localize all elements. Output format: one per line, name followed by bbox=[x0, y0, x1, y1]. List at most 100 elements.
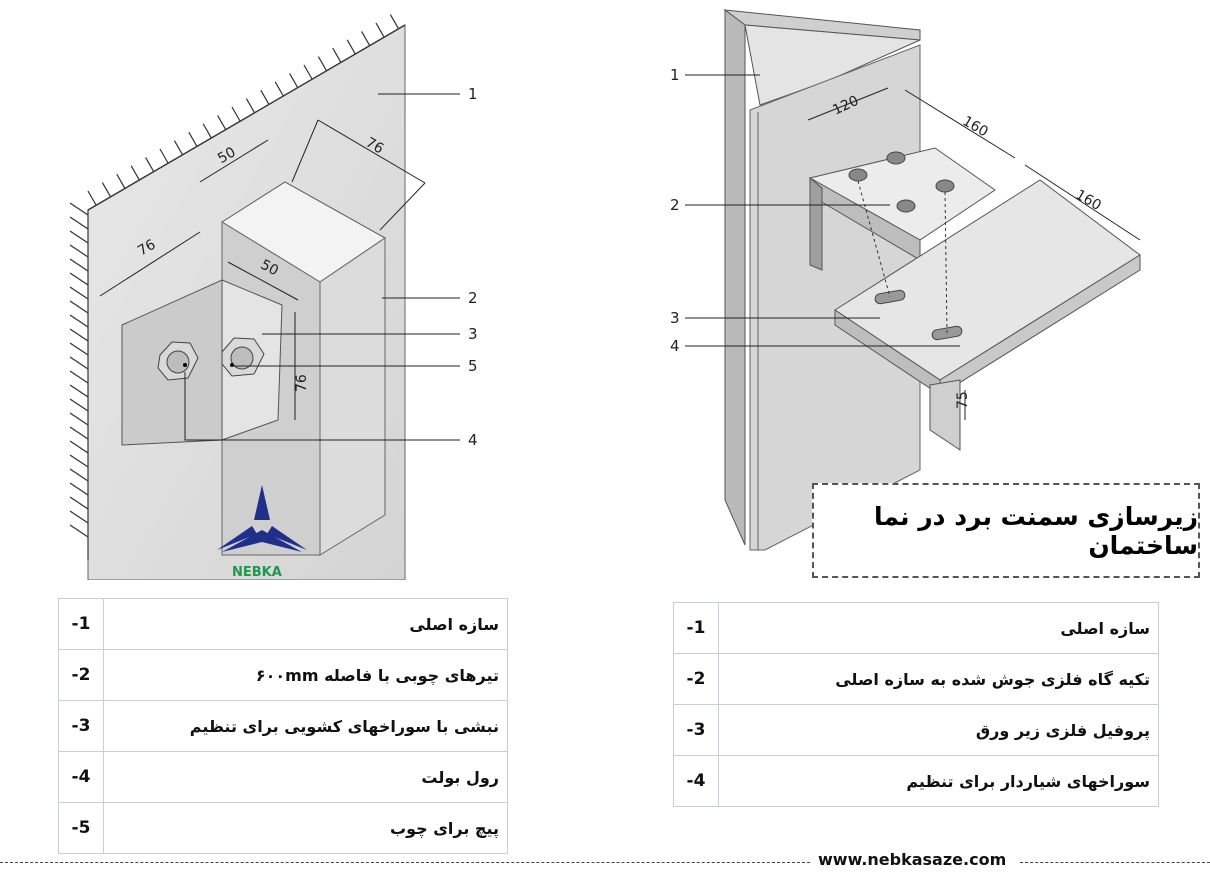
hatch-mark bbox=[69, 244, 89, 258]
legend-number: 1- bbox=[673, 602, 719, 654]
title-text: زیرسازی سمنت برد در نما ساختمان bbox=[874, 501, 1198, 560]
hatch-mark bbox=[303, 64, 313, 80]
legend-text: پیچ برای چوب bbox=[103, 802, 508, 854]
hatch-mark bbox=[231, 106, 241, 122]
legend-row: 2-تکیه گاه فلزی جوش شده به سازه اصلی bbox=[673, 653, 1159, 705]
hatch-mark bbox=[69, 510, 89, 524]
hatch-mark bbox=[69, 356, 89, 370]
hatch-mark bbox=[173, 140, 183, 155]
hatch-mark bbox=[69, 370, 89, 384]
hatch-mark bbox=[188, 131, 198, 147]
hatch-mark bbox=[69, 342, 89, 356]
callout-2: 2 bbox=[670, 196, 680, 214]
legend-number: 4- bbox=[673, 755, 719, 807]
legend-number: 2- bbox=[58, 649, 104, 701]
hatch-mark bbox=[375, 22, 385, 38]
legend-text: تکیه گاه فلزی جوش شده به سازه اصلی bbox=[718, 653, 1159, 705]
bracket-vertical bbox=[809, 176, 823, 271]
hatch-mark bbox=[145, 157, 155, 172]
hatch-mark bbox=[289, 73, 299, 88]
hatch-mark bbox=[101, 182, 111, 197]
callout-3: 3 bbox=[670, 309, 680, 327]
hatch-mark bbox=[389, 14, 399, 29]
legend-row: 1-سازه اصلی bbox=[58, 598, 508, 650]
hatch-mark bbox=[260, 89, 270, 105]
footer-divider-right bbox=[1020, 862, 1210, 863]
dim-50-mid: 50 bbox=[258, 257, 281, 279]
callout-4: 4 bbox=[670, 337, 680, 355]
hatch-mark bbox=[346, 39, 356, 55]
legend-number: 3- bbox=[673, 704, 719, 756]
legend-row: 2-تیرهای چوبی با فاصله ۶۰۰mm bbox=[58, 649, 508, 701]
column-web bbox=[724, 9, 746, 546]
dim-50-top: 50 bbox=[215, 144, 238, 167]
legend-number: 2- bbox=[673, 653, 719, 705]
callout-1: 1 bbox=[468, 85, 478, 103]
legend-row: 3-نبشی با سوراخهای کشویی برای تنظیم bbox=[58, 700, 508, 752]
legend-text: پروفیل فلزی زیر ورق bbox=[718, 704, 1159, 756]
dim-76-left: 76 bbox=[135, 237, 159, 260]
hatch-mark bbox=[87, 190, 97, 206]
hatch-mark bbox=[69, 384, 89, 398]
footer-divider-left bbox=[0, 862, 810, 863]
timber-right-face bbox=[319, 237, 386, 556]
hatch-mark bbox=[69, 230, 89, 244]
legend-text: سوراخهای شیاردار برای تنظیم bbox=[718, 755, 1159, 807]
hatch-mark bbox=[361, 31, 371, 46]
dim-76-vertical: 76 bbox=[294, 374, 310, 392]
hatch-mark bbox=[69, 398, 89, 412]
hatch-mark bbox=[116, 173, 126, 189]
callout-3: 3 bbox=[468, 325, 478, 343]
wall-hatch-top bbox=[87, 24, 406, 211]
footer-url[interactable]: www.nebkasaze.com bbox=[818, 850, 1007, 869]
legend-number: 4- bbox=[58, 751, 104, 803]
legend-text: تیرهای چوبی با فاصله ۶۰۰mm bbox=[103, 649, 508, 701]
legend-text: نبشی با سوراخهای کشویی برای تنظیم bbox=[103, 700, 508, 752]
callout-4: 4 bbox=[468, 431, 478, 449]
title-box: زیرسازی سمنت برد در نما ساختمان bbox=[812, 483, 1200, 578]
callout-1: 1 bbox=[670, 66, 680, 84]
hatch-mark bbox=[69, 286, 89, 300]
hatch-mark bbox=[69, 328, 89, 342]
dim-160-a: 160 bbox=[960, 113, 991, 140]
right-diagram: 120 160 160 75 1 2 3 4 bbox=[670, 9, 1141, 551]
hatch-mark bbox=[69, 300, 89, 314]
hatch-mark bbox=[69, 496, 89, 510]
legend-number: 1- bbox=[58, 598, 104, 650]
hatch-mark bbox=[69, 426, 89, 440]
logo-text: NEBKA bbox=[232, 565, 282, 580]
hatch-mark bbox=[130, 165, 140, 181]
hatch-mark bbox=[69, 314, 89, 328]
hatch-mark bbox=[69, 202, 89, 216]
hatch-mark bbox=[274, 81, 284, 97]
legend-row: 4-سوراخهای شیاردار برای تنظیم bbox=[673, 755, 1159, 807]
legend-number: 3- bbox=[58, 700, 104, 752]
dim-76-top: 76 bbox=[363, 135, 387, 158]
legend-row: 5-پیچ برای چوب bbox=[58, 802, 508, 854]
callout-5: 5 bbox=[468, 357, 478, 375]
hatch-mark bbox=[69, 524, 89, 538]
hatch-mark bbox=[202, 123, 212, 139]
hatch-mark bbox=[69, 468, 89, 482]
hatch-mark bbox=[245, 98, 255, 113]
nebka-logo: NEBKA bbox=[217, 485, 307, 580]
left-diagram: 50 76 76 50 76 1 2 3 5 4 NEBKA bbox=[69, 14, 478, 580]
hatch-mark bbox=[69, 216, 89, 230]
hatch-mark bbox=[69, 454, 89, 468]
legend-row: 4-رول بولت bbox=[58, 751, 508, 803]
legend-row: 3-پروفیل فلزی زیر ورق bbox=[673, 704, 1159, 756]
legend-number: 5- bbox=[58, 802, 104, 854]
dim-75: 75 bbox=[955, 391, 971, 409]
hatch-mark bbox=[69, 412, 89, 426]
hatch-mark bbox=[217, 115, 227, 130]
hatch-mark bbox=[69, 482, 89, 496]
hatch-mark bbox=[317, 56, 327, 71]
callout-2: 2 bbox=[468, 289, 478, 307]
legend-text: سازه اصلی bbox=[718, 602, 1159, 654]
hatch-mark bbox=[69, 272, 89, 286]
bolt-head-left bbox=[157, 341, 199, 381]
hatch-mark bbox=[332, 47, 342, 63]
profile-flange bbox=[929, 379, 961, 451]
